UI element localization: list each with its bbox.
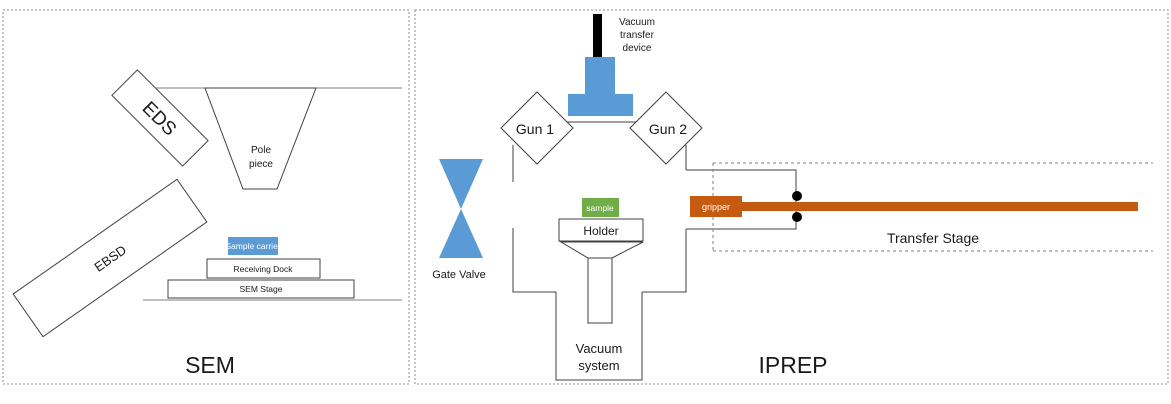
chamber-wall xyxy=(512,121,687,293)
gun-1-label: Gun 1 xyxy=(516,121,554,137)
vacuum-transfer-rod xyxy=(593,14,602,57)
gun-1 xyxy=(500,91,574,165)
sample-carrier-label: Sample carrier xyxy=(225,241,280,251)
holder xyxy=(558,218,644,242)
vacuum-system-label-line1: Vacuum xyxy=(576,341,623,356)
receiving-dock-label: Receiving Dock xyxy=(233,264,293,274)
pole-piece xyxy=(204,87,317,190)
gripper-head xyxy=(690,196,742,217)
sem-stage-label: SEM Stage xyxy=(240,284,283,294)
ebsd-detector: EBSD xyxy=(12,178,208,338)
sem-stage xyxy=(167,279,355,299)
sample-block xyxy=(582,198,619,217)
sem-panel-label: SEM xyxy=(185,352,235,378)
seal-dot-upper xyxy=(792,191,802,201)
seal-dot-lower xyxy=(792,212,802,222)
receiving-dock xyxy=(206,258,321,279)
vacuum-transfer-base xyxy=(568,94,633,116)
gun-2-label: Gun 2 xyxy=(649,121,687,137)
pole-piece-label-line1: Pole xyxy=(251,145,271,156)
transfer-stage-label: Transfer Stage xyxy=(887,230,979,246)
gripper-label: gripper xyxy=(702,202,730,212)
gripper-rod xyxy=(690,202,1138,211)
iprep-panel: Vacuum transfer device Gun 1 Gun 2 Gate … xyxy=(414,9,1169,385)
iprep-panel-border xyxy=(414,9,1169,385)
sem-panel-border xyxy=(2,9,410,385)
holder-shaft xyxy=(587,257,613,324)
sample-carrier xyxy=(228,237,278,255)
sample-label: sample xyxy=(586,203,614,213)
iprep-panel-label: IPREP xyxy=(758,352,827,378)
gun-2 xyxy=(629,91,703,165)
vacuum-system-label-line2: system xyxy=(578,358,619,373)
gate-valve xyxy=(439,159,483,258)
sem-panel: EDS Pole piece EBSD Sample carrier Recei… xyxy=(2,9,410,385)
gate-valve-label: Gate Valve xyxy=(432,269,486,281)
vacuum-transfer-upper-block xyxy=(585,57,615,94)
vacuum-transfer-label-line3: device xyxy=(623,43,652,54)
vacuum-transfer-label-line1: Vacuum xyxy=(619,17,655,28)
holder-label: Holder xyxy=(583,224,618,238)
vacuum-transfer-label-line2: transfer xyxy=(620,30,655,41)
pole-piece-label-line2: piece xyxy=(249,159,273,170)
eds-detector: EDS xyxy=(111,69,209,167)
holder-funnel xyxy=(559,241,644,259)
vacuum-system xyxy=(555,292,643,381)
